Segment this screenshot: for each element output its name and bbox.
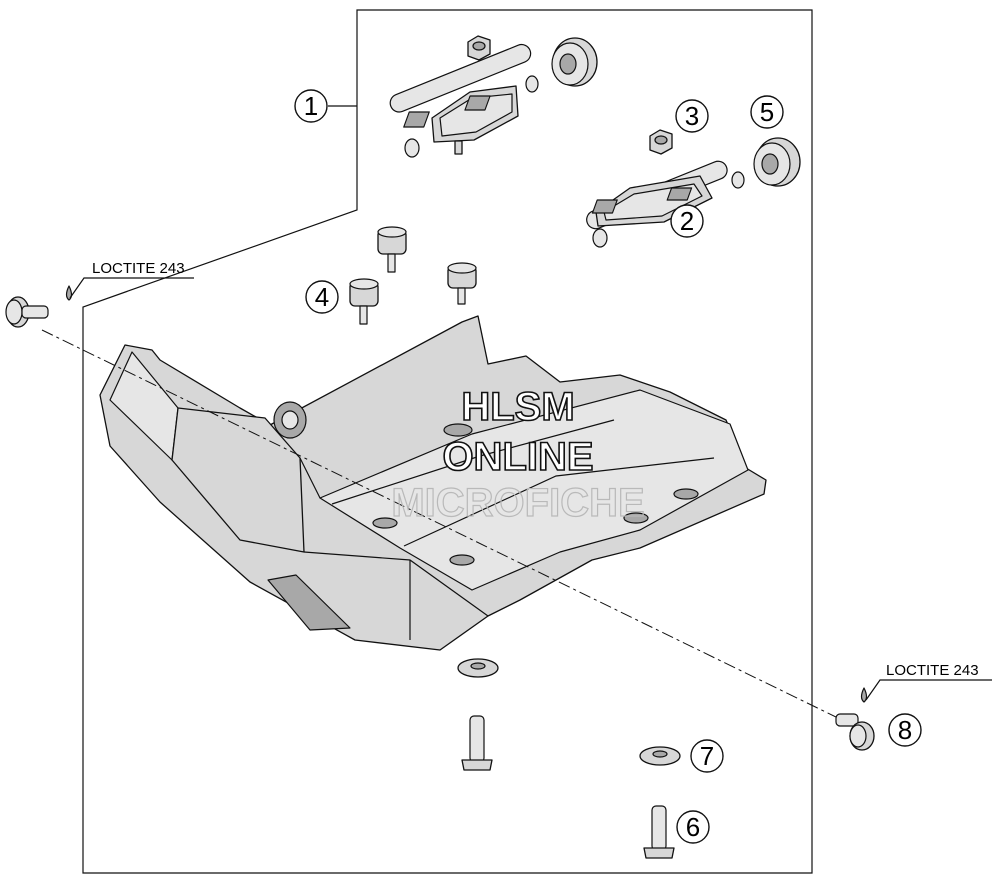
collar-screw-right[interactable] [835,713,875,751]
collar-screw-left[interactable] [5,296,49,328]
svg-text:1: 1 [304,91,318,121]
svg-text:3: 3 [685,101,699,131]
nut-upper[interactable] [467,35,491,61]
rubber-buffer-1[interactable] [377,226,407,273]
loctite-drop-left-icon [65,285,73,301]
mount-bracket-lower[interactable] [584,159,745,248]
callout-1[interactable]: 1 [294,89,328,123]
assembly-axis-line [41,329,839,719]
svg-text:2: 2 [680,206,694,236]
loctite-leader-left [69,277,194,299]
svg-text:8: 8 [898,715,912,745]
callout-8[interactable]: 8 [888,713,922,747]
loctite-drop-right-icon [860,687,868,703]
svg-text:6: 6 [686,812,700,842]
callout-6[interactable]: 6 [676,810,710,844]
svg-text:7: 7 [700,741,714,771]
countersunk-screw-lower[interactable] [643,805,675,859]
callout-4[interactable]: 4 [305,280,339,314]
nut-lower[interactable] [649,129,673,155]
callout-2[interactable]: 2 [670,204,704,238]
countersunk-screw-upper[interactable] [461,715,493,771]
mount-bracket-upper[interactable] [388,42,539,158]
assembly-border [82,9,813,874]
loctite-label-right: LOCTITE 243 [886,662,979,679]
callout-5[interactable]: 5 [750,95,784,129]
bushing-upper[interactable] [551,37,598,87]
callout-7[interactable]: 7 [690,739,724,773]
svg-text:5: 5 [760,97,774,127]
loctite-label-left: LOCTITE 243 [92,260,185,277]
skid-plate[interactable] [99,315,767,651]
bushing-lower[interactable] [753,137,801,187]
svg-text:4: 4 [315,282,329,312]
callout-3[interactable]: 3 [675,99,709,133]
watermark-line-2: ONLINE [442,435,593,479]
loctite-leader-right [865,679,992,701]
washer-lower[interactable] [639,746,681,766]
rubber-buffer-2[interactable] [349,278,379,325]
washer-upper[interactable] [457,658,499,678]
watermark-line-1: HLSM [461,385,574,429]
watermark-line-3: MICROFICHE [391,481,644,525]
rubber-buffer-3[interactable] [447,262,477,305]
